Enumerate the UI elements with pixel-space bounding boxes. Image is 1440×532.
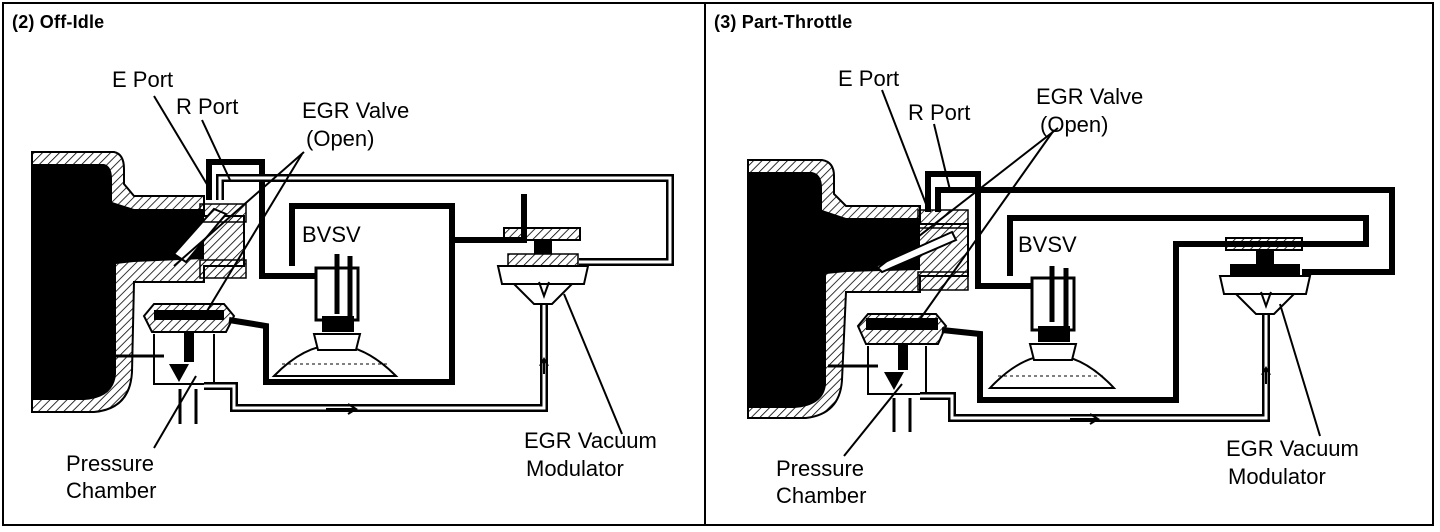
egr-valve	[114, 303, 236, 424]
label-egr-valve: EGR Valve	[1036, 84, 1143, 109]
label-r-port: R Port	[176, 94, 238, 119]
label-pressure-chamber-1: Pressure	[776, 456, 864, 481]
panel-title: (2) Off-Idle	[12, 12, 105, 32]
hose-e-port-modulator	[935, 187, 1395, 275]
flow-arrow	[1070, 413, 1100, 425]
label-bvsv: BVSV	[1018, 232, 1077, 257]
label-pressure-chamber-2: Chamber	[66, 478, 156, 503]
egr-vacuum-modulator	[496, 227, 590, 305]
intake-manifold	[747, 159, 969, 419]
hose-e-port-modulator	[216, 174, 674, 266]
label-modulator-2: Modulator	[526, 456, 624, 481]
panel-off-idle: (2) Off-Idle	[4, 4, 704, 524]
label-e-port: E Port	[838, 66, 899, 91]
label-r-port: R Port	[908, 100, 970, 125]
label-egr-valve-state: (Open)	[306, 126, 374, 151]
label-pressure-chamber-2: Chamber	[776, 483, 866, 508]
bvsv	[987, 266, 1117, 389]
label-modulator-2: Modulator	[1228, 464, 1326, 489]
leader-lines	[153, 95, 623, 449]
label-modulator-1: EGR Vacuum	[524, 428, 657, 453]
label-e-port: E Port	[112, 67, 173, 92]
panel-part-throttle: (3) Part-Throttle	[704, 4, 1434, 524]
label-bvsv: BVSV	[302, 222, 361, 247]
figure-frame: (2) Off-Idle	[2, 2, 1434, 526]
egr-system-diagram: E Port R Port EGR Valve (Open) BVSV Pres…	[747, 66, 1395, 508]
egr-valve	[828, 313, 948, 432]
label-pressure-chamber-1: Pressure	[66, 451, 154, 476]
egr-vacuum-modulator	[1218, 237, 1312, 315]
label-egr-valve-state: (Open)	[1040, 112, 1108, 137]
panel-title: (3) Part-Throttle	[714, 12, 853, 32]
label-egr-valve: EGR Valve	[302, 98, 409, 123]
leader-lines	[843, 89, 1321, 457]
hose-pressure-chamber-modulator	[204, 294, 548, 412]
bvsv	[271, 254, 399, 377]
flow-arrow	[326, 403, 358, 415]
egr-system-diagram: E Port R Port EGR Valve (Open) BVSV Pres…	[31, 67, 674, 503]
hose-bvsv-modulator	[941, 215, 1369, 403]
label-modulator-1: EGR Vacuum	[1226, 436, 1359, 461]
